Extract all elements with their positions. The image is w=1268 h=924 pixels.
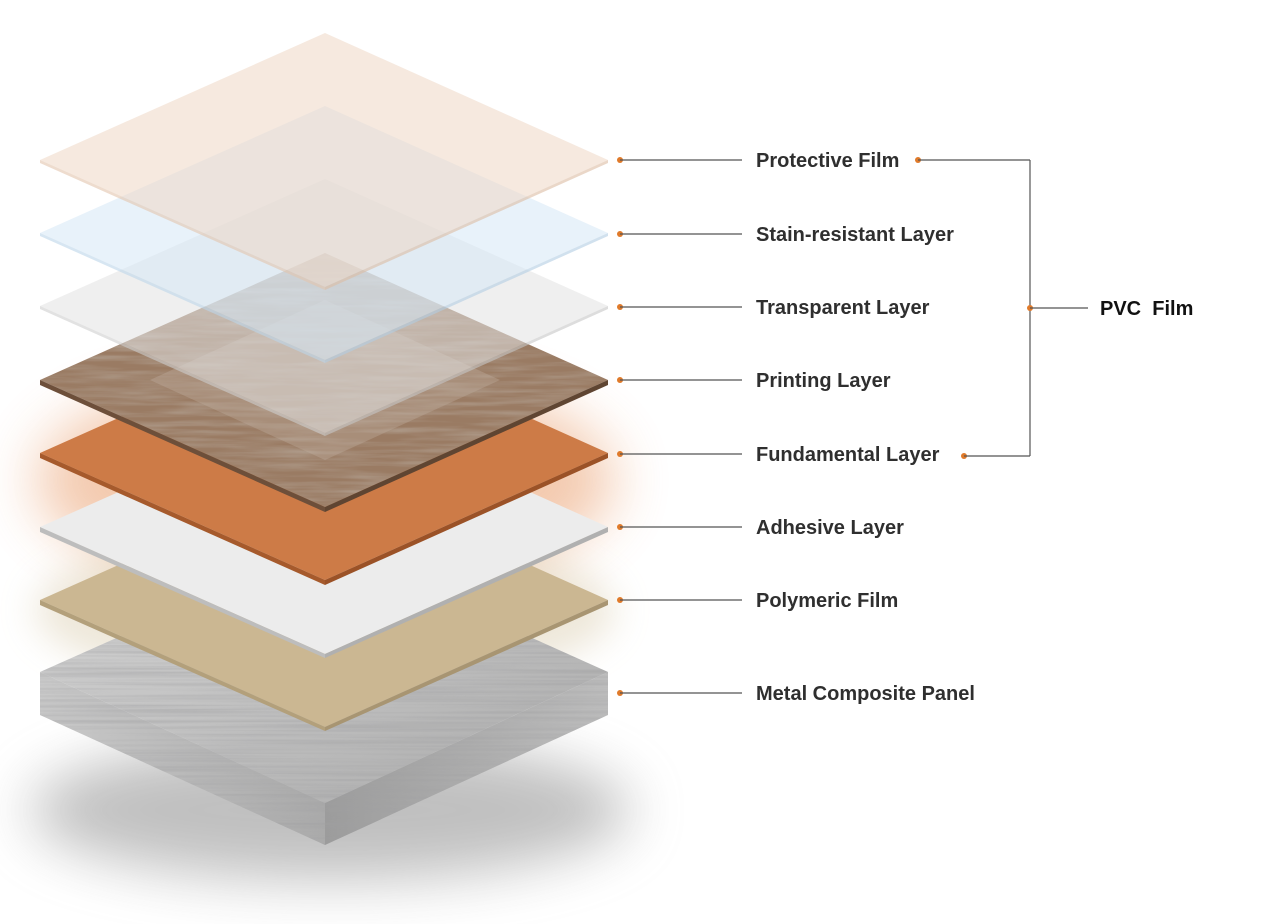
label-polymeric-film: Polymeric Film (756, 590, 898, 612)
label-stain-resistant-layer: Stain-resistant Layer (756, 224, 954, 246)
label-fundamental-layer: Fundamental Layer (756, 444, 940, 466)
protective-film-shape (40, 33, 608, 290)
label-protective-film: Protective Film (756, 150, 899, 172)
group-label-pvc-film: PVC Film (1100, 298, 1193, 320)
pvc-film-bracket: PVC Film (915, 157, 1193, 459)
label-adhesive-layer: Adhesive Layer (756, 517, 904, 539)
layer-labels: Protective Film Stain-resistant Layer Tr… (756, 150, 975, 705)
label-metal-composite-panel: Metal Composite Panel (756, 683, 975, 705)
label-printing-layer: Printing Layer (756, 370, 891, 392)
leader-lines (617, 157, 742, 696)
label-transparent-layer: Transparent Layer (756, 297, 930, 319)
